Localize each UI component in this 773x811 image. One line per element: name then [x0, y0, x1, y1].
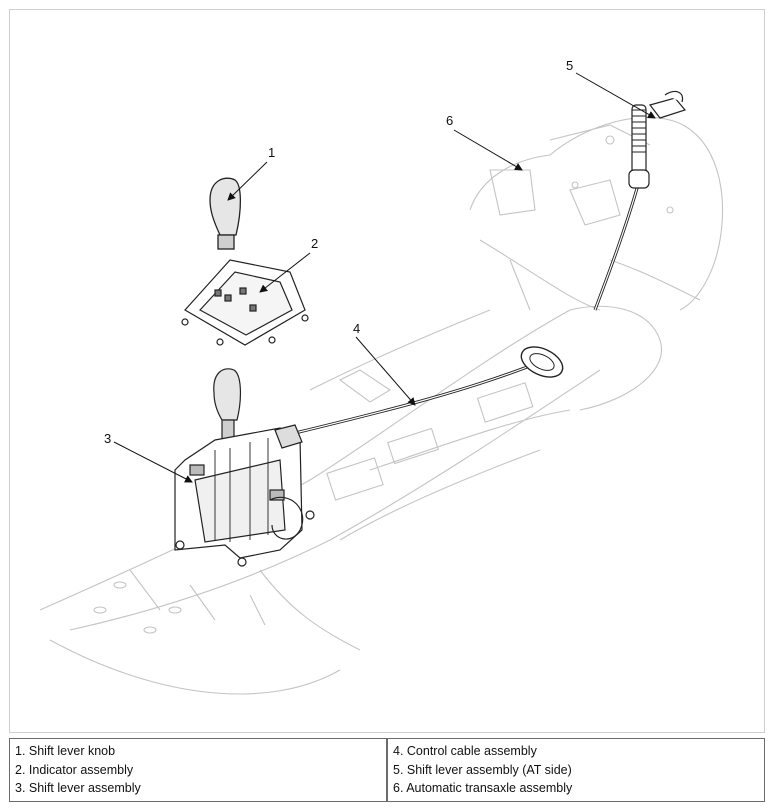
legend-item-shift-lever-assembly-at-side: 5. Shift lever assembly (AT side)	[393, 762, 572, 777]
callout-leaders	[113, 72, 656, 483]
legend-column-right: 4. Control cable assembly 5. Shift lever…	[386, 739, 764, 801]
indicator-assembly-part	[181, 259, 309, 346]
exploded-view-illustration	[39, 72, 724, 695]
transaxle-housing-outline	[469, 116, 724, 311]
diagram-figure: 1 2 3 4 5 6	[9, 9, 765, 733]
legend-item-shift-lever-assembly: 3. Shift lever assembly	[15, 781, 141, 795]
cable-grommet	[520, 346, 564, 378]
parts-legend-table: 1. Shift lever knob 2. Indicator assembl…	[9, 738, 765, 802]
legend-item-control-cable-assembly: 4. Control cable assembly	[393, 744, 537, 758]
legend-item-automatic-transaxle-assembly: 6. Automatic transaxle assembly	[393, 781, 573, 795]
callout-2: 2	[311, 236, 319, 251]
shift-lever-knob-part	[209, 177, 242, 250]
at-side-lever-assembly	[628, 90, 687, 189]
legend-item-indicator-assembly: 2. Indicator assembly	[15, 762, 134, 777]
callout-3: 3	[104, 431, 112, 446]
callout-1: 1	[268, 145, 276, 160]
shift-lever-assembly-part	[174, 368, 315, 567]
callout-4: 4	[353, 321, 361, 336]
callout-5: 5	[566, 58, 574, 73]
legend-item-shift-lever-knob: 1. Shift lever knob	[15, 744, 116, 758]
legend-column-left: 1. Shift lever knob 2. Indicator assembl…	[10, 739, 386, 801]
control-cable	[294, 184, 640, 435]
callout-6: 6	[446, 113, 454, 128]
vehicle-floor-outline	[39, 305, 663, 695]
